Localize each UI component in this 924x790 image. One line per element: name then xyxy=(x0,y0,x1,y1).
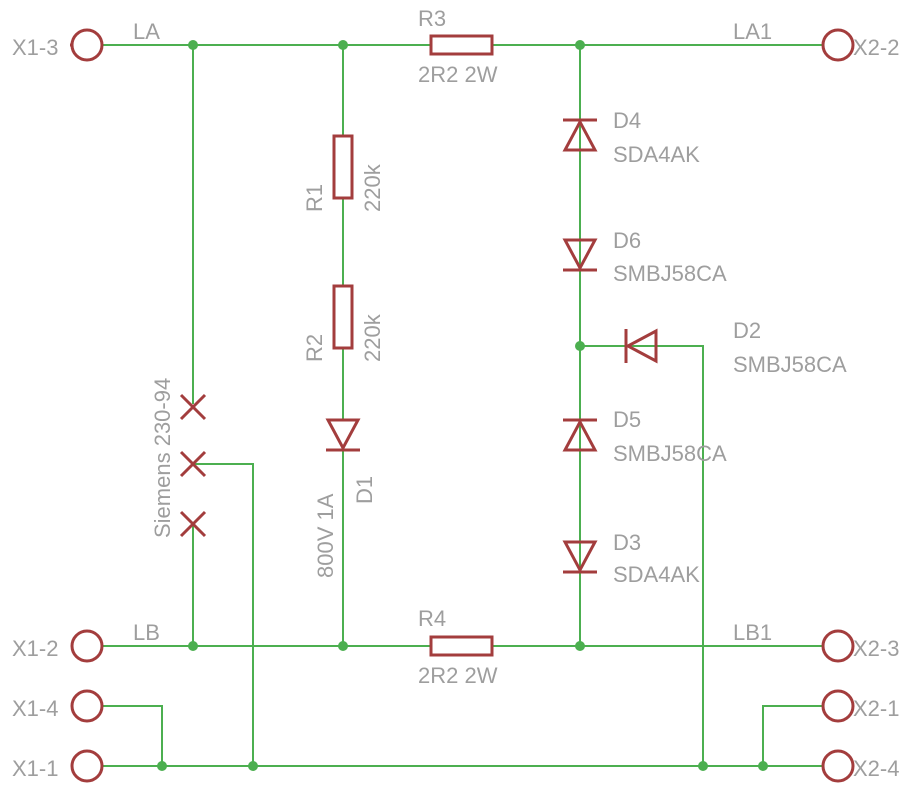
junction-dot xyxy=(338,641,348,651)
junction-dot xyxy=(188,40,198,50)
net-label-lb: LB xyxy=(133,620,160,645)
r4-name-label: R4 xyxy=(418,606,446,631)
d4-name-label: D4 xyxy=(613,108,641,133)
d2-value-label: SMBJ58CA xyxy=(733,352,847,377)
r3-value-label: 2R2 2W xyxy=(418,62,498,87)
net-label-la: LA xyxy=(133,19,160,44)
r2-value-label: 220k xyxy=(360,313,385,362)
terminal-label-x1-3: X1-3 xyxy=(12,35,58,60)
resistor-r1[interactable] xyxy=(332,134,354,200)
terminal-x1-2[interactable] xyxy=(70,629,104,663)
terminal-label-x1-2: X1-2 xyxy=(12,636,58,661)
terminal-x2-3[interactable] xyxy=(821,629,855,663)
arrester-contact-mark xyxy=(179,450,207,478)
d1-value-label: 800V 1A xyxy=(313,493,338,578)
arrester-value-label: Siemens 230-94 xyxy=(150,378,175,538)
diodes xyxy=(325,118,658,574)
diode-d1[interactable] xyxy=(325,418,361,452)
net-label-la1: LA1 xyxy=(733,19,772,44)
terminals xyxy=(70,28,855,783)
arrester-contact-mark xyxy=(179,393,207,421)
junction-dot xyxy=(698,761,708,771)
diode-d3[interactable] xyxy=(562,540,598,574)
terminal-x1-3[interactable] xyxy=(70,28,104,62)
junction-dot xyxy=(248,761,258,771)
terminal-label-x2-3: X2-3 xyxy=(853,636,899,661)
d3-value-label: SDA4AK xyxy=(613,562,700,587)
net-label-lb1: LB1 xyxy=(733,620,772,645)
junction-dot xyxy=(575,40,585,50)
r1-name-label: R1 xyxy=(302,184,327,212)
terminal-label-x2-1: X2-1 xyxy=(853,696,899,721)
terminal-label-x1-4: X1-4 xyxy=(12,696,58,721)
wires xyxy=(103,44,823,767)
d4-value-label: SDA4AK xyxy=(613,142,700,167)
junction-dot xyxy=(575,341,585,351)
terminal-label-x2-4: X2-4 xyxy=(853,756,899,781)
labels: X1-3 X1-2 X1-4 X1-1 X2-2 X2-3 X2-1 X2-4 … xyxy=(12,6,899,781)
diode-d2[interactable] xyxy=(624,328,658,364)
wire-d2-branch xyxy=(580,345,704,766)
wire-arrester-ground xyxy=(193,463,254,766)
diode-d6[interactable] xyxy=(562,238,598,272)
resistor-r2[interactable] xyxy=(332,284,354,350)
resistors xyxy=(332,34,494,657)
r3-name-label: R3 xyxy=(418,6,446,31)
d6-value-label: SMBJ58CA xyxy=(613,261,727,286)
terminal-label-x1-1: X1-1 xyxy=(12,756,58,781)
terminal-label-x2-2: X2-2 xyxy=(853,35,899,60)
d2-name-label: D2 xyxy=(733,318,761,343)
wire-x1-4-link xyxy=(103,705,163,766)
wire-x2-1-link xyxy=(762,705,823,766)
terminal-x2-2[interactable] xyxy=(821,28,855,62)
terminal-x1-4[interactable] xyxy=(70,689,104,723)
d6-name-label: D6 xyxy=(613,228,641,253)
junctions xyxy=(157,40,768,771)
resistor-r4[interactable] xyxy=(429,635,494,657)
r4-value-label: 2R2 2W xyxy=(418,663,498,688)
junction-dot xyxy=(575,641,585,651)
diode-d4[interactable] xyxy=(562,118,598,152)
diode-d5[interactable] xyxy=(562,418,598,452)
junction-dot xyxy=(338,40,348,50)
d3-name-label: D3 xyxy=(613,530,641,555)
r1-value-label: 220k xyxy=(360,163,385,212)
surge-arrester[interactable] xyxy=(179,393,207,538)
r2-name-label: R2 xyxy=(302,334,327,362)
d1-name-label: D1 xyxy=(352,476,377,504)
d5-value-label: SMBJ58CA xyxy=(613,441,727,466)
junction-dot xyxy=(188,641,198,651)
resistor-r3[interactable] xyxy=(429,34,494,56)
terminal-x2-4[interactable] xyxy=(821,749,855,783)
arrester-contact-mark xyxy=(179,510,207,538)
terminal-x2-1[interactable] xyxy=(821,689,855,723)
junction-dot xyxy=(758,761,768,771)
terminal-x1-1[interactable] xyxy=(70,749,104,783)
junction-dot xyxy=(157,761,167,771)
d5-name-label: D5 xyxy=(613,407,641,432)
